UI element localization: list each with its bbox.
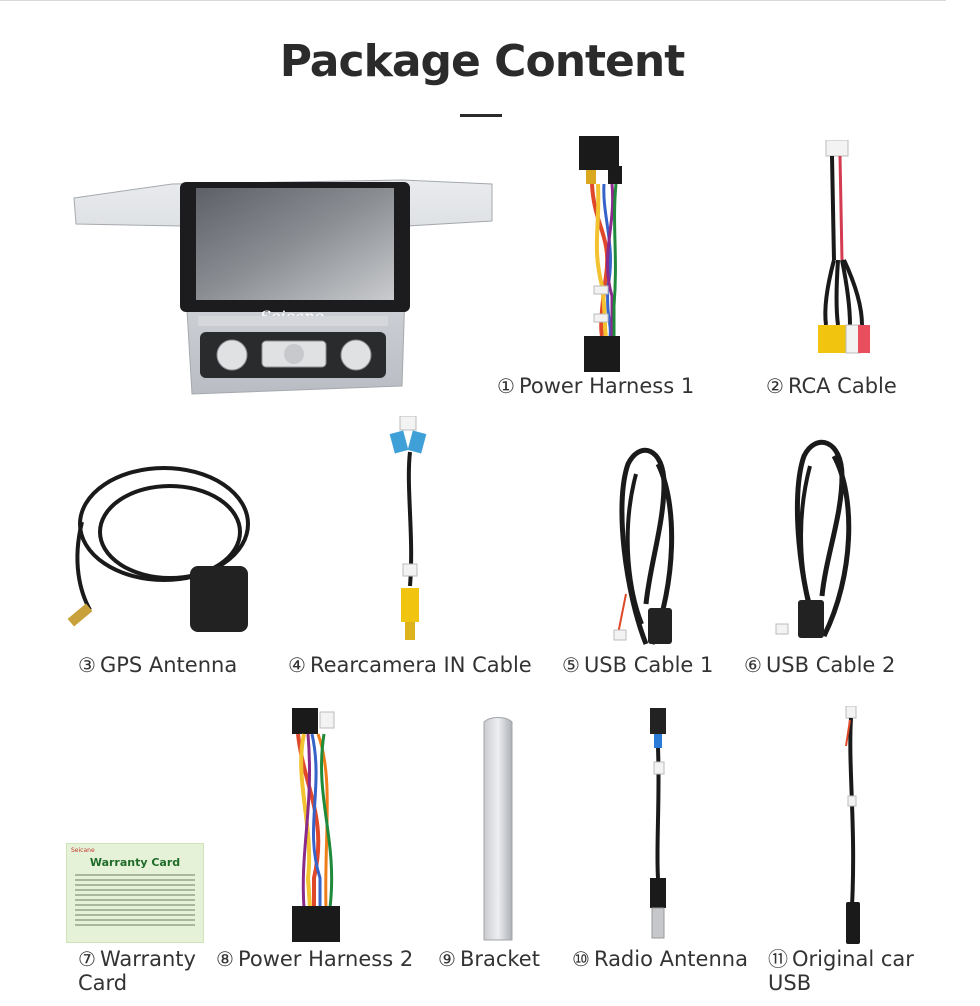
caption-label: Power Harness 2 [237, 947, 414, 971]
rearcamera-cable-image [388, 416, 438, 648]
caption-label: Rearcamera IN Cable [309, 653, 532, 677]
page-title: Package Content [279, 36, 686, 87]
caption-number: ④ [288, 653, 306, 677]
bracket-image [480, 716, 516, 942]
warranty-text-lines [75, 874, 195, 929]
caption-label: Radio Antenna [593, 947, 748, 971]
usb-cable-2-image [774, 436, 866, 644]
warranty-card-image: Seicane Warranty Card [66, 843, 204, 943]
caption-label: Power Harness 1 [518, 374, 695, 398]
original-usb-image [838, 706, 868, 948]
caption-number: ⑪ [768, 947, 788, 971]
caption-label: RCA Cable [787, 374, 897, 398]
warranty-brand: Seicane [71, 847, 95, 854]
gps-antenna-image [66, 462, 256, 640]
caption-number: ③ [78, 653, 96, 677]
title-underline [460, 114, 502, 117]
caption-label: Bracket [459, 947, 540, 971]
caption-label: GPS Antenna [99, 653, 238, 677]
caption-number: ② [766, 374, 784, 398]
caption-number: ⑧ [216, 947, 234, 971]
rca-cable-image [806, 140, 876, 370]
caption-number: ⑩ [572, 947, 590, 971]
head-unit-image: Seicane [72, 176, 494, 396]
power-harness-1-image [572, 136, 642, 374]
caption-number: ⑤ [562, 653, 580, 677]
caption-label: Warranty Card [78, 947, 196, 995]
caption-number: ⑥ [744, 653, 762, 677]
caption-number: ① [497, 374, 515, 398]
power-harness-2-image [284, 708, 360, 944]
caption-label: Original car USB [768, 947, 914, 995]
caption-label: USB Cable 2 [765, 653, 896, 677]
radio-antenna-image [636, 708, 686, 944]
caption-number: ⑨ [438, 947, 456, 971]
usb-cable-1-image [606, 444, 690, 650]
warranty-title: Warranty Card [89, 856, 181, 869]
caption-number: ⑦ [78, 947, 96, 971]
caption-label: USB Cable 1 [583, 653, 714, 677]
top-divider [0, 0, 946, 1]
